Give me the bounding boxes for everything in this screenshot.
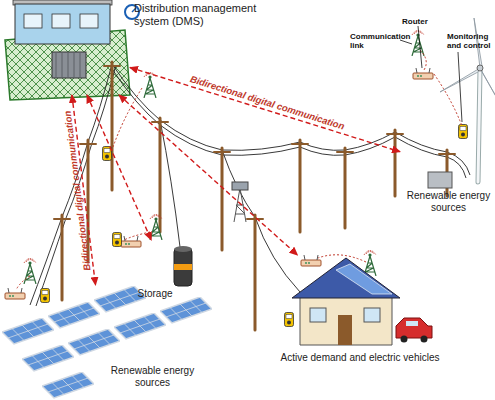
wind-turbine — [477, 65, 483, 71]
node-text: Distribution management system (DMS) — [134, 2, 269, 28]
power-wires — [222, 150, 300, 292]
solar-farm — [48, 302, 100, 328]
storage-battery — [174, 248, 192, 286]
substation — [80, 14, 98, 28]
solar-farm — [22, 345, 74, 371]
dotted-links — [112, 88, 142, 150]
smart-meters — [285, 313, 294, 327]
power-wires — [30, 64, 470, 306]
routers — [413, 68, 433, 79]
scene-node: Distribution management system (DMS) — [2, 0, 130, 95]
communication-towers — [24, 31, 424, 285]
wind-turbine — [428, 172, 452, 188]
solar-farm — [68, 329, 120, 355]
solar-farm — [42, 372, 94, 398]
scene-node: Renewable energy sources — [400, 110, 492, 222]
house — [336, 264, 392, 294]
node-text: Renewable energy sources — [105, 365, 200, 389]
storage-battery — [174, 246, 192, 286]
routers — [121, 236, 141, 247]
house — [292, 258, 400, 298]
communication-towers — [150, 215, 162, 241]
dotted-links — [16, 50, 462, 290]
house — [292, 258, 400, 345]
routers — [301, 255, 321, 266]
house — [310, 308, 326, 322]
communication-link — [130, 68, 400, 152]
communication-towers — [412, 31, 424, 57]
lattice-tower — [232, 182, 248, 190]
callout-label: Router — [402, 17, 442, 26]
communication-towers — [24, 259, 36, 285]
wind-turbine — [478, 70, 480, 182]
solar-farm — [160, 297, 212, 323]
communication-link — [87, 95, 151, 240]
utility-poles — [54, 62, 455, 330]
solar-farm — [2, 318, 54, 344]
power-wires — [36, 65, 116, 306]
smart-meters — [41, 289, 50, 303]
substation — [5, 0, 139, 100]
smart-meters — [113, 233, 122, 247]
power-wires — [112, 69, 466, 178]
routers — [5, 288, 25, 299]
substation — [52, 52, 86, 78]
storage-battery — [174, 264, 192, 270]
electric-car — [406, 321, 418, 326]
house — [364, 308, 380, 322]
leader-lines — [418, 26, 422, 68]
dotted-links — [16, 276, 30, 290]
house — [300, 295, 392, 345]
substation — [56, 52, 80, 78]
smart-meters — [103, 147, 112, 161]
routers — [5, 68, 433, 299]
callout-label: Monitoring and control — [447, 32, 495, 50]
dotted-links — [124, 232, 150, 240]
substation — [52, 14, 70, 28]
smart-meters — [459, 125, 468, 139]
wind-turbine — [478, 70, 480, 182]
substation — [24, 14, 42, 28]
node-text: Active demand and electric vehicles — [265, 352, 455, 364]
scene-node: Renewable energy sources — [0, 285, 205, 397]
power-wires — [160, 120, 180, 247]
smart-meters — [41, 125, 468, 327]
lattice-tower — [232, 182, 248, 222]
callout-label: Communication link — [350, 32, 420, 50]
scene-node: Active demand and electric vehicles — [265, 255, 455, 367]
lattice-tower — [234, 188, 246, 222]
house — [338, 315, 352, 345]
wind-turbine — [428, 18, 495, 188]
electric-car — [396, 318, 432, 338]
utility-poles — [54, 66, 455, 219]
communication-link — [119, 95, 298, 255]
node-text: Renewable energy sources — [405, 190, 492, 214]
electric-car — [401, 336, 408, 343]
electric-car — [421, 336, 428, 343]
power-wires — [112, 64, 470, 175]
leader-lines — [458, 52, 462, 122]
communication-towers — [144, 73, 156, 99]
edge-label: Bidirectional digital communication — [189, 73, 346, 131]
solar-farm — [2, 286, 212, 398]
utility-poles — [62, 62, 447, 330]
power-wires — [30, 64, 112, 305]
node-text: Storage — [130, 288, 180, 300]
substation — [15, 4, 110, 44]
scene-node: Storage — [130, 240, 200, 302]
solar-farm — [114, 313, 166, 339]
wind-turbine — [440, 18, 495, 100]
storage-battery — [174, 246, 192, 252]
electric-car — [396, 318, 432, 343]
